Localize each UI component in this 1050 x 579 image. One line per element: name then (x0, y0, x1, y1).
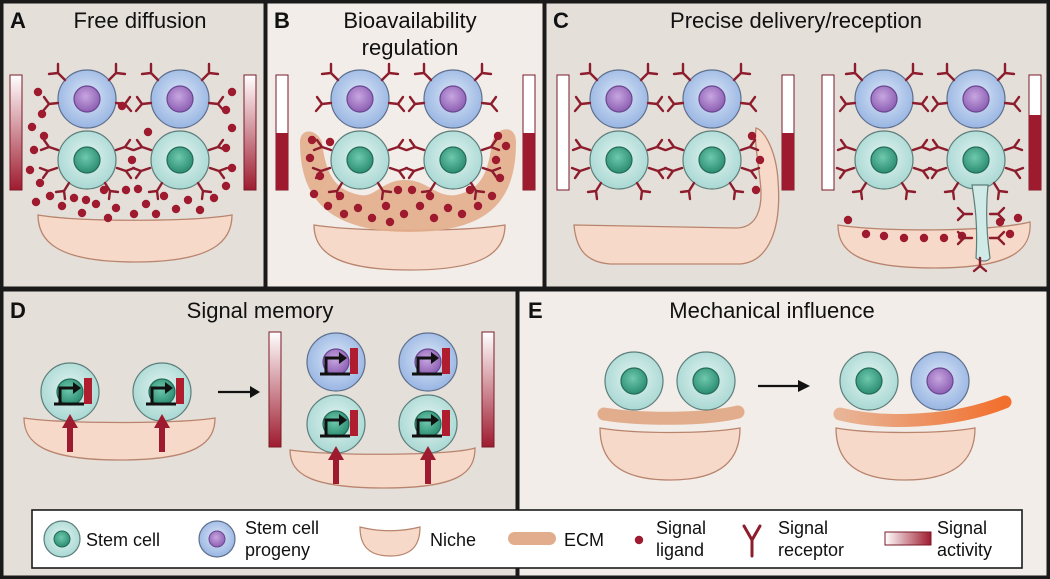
activity-bar-icon (481, 331, 495, 448)
ecm-icon (508, 532, 556, 545)
ligand-icon (634, 535, 644, 545)
panel-d-title: Signal memory (187, 298, 334, 323)
activity-bar-icon (268, 331, 282, 448)
arrow-icon (62, 414, 170, 452)
stem-nucleus-icon (53, 530, 71, 548)
ligand-icon (747, 131, 765, 195)
legend-activity-label-1: Signal (937, 518, 987, 538)
ecm-icon (300, 129, 516, 232)
legend-ligand-label-2: ligand (656, 540, 704, 560)
activity-bar-icon-fill (523, 133, 535, 190)
panel-a-content: A Free diffusion (9, 8, 257, 263)
legend-activity: Signal activity (884, 518, 992, 560)
legend-niche-label: Niche (430, 530, 476, 550)
ligand-icon (25, 87, 237, 223)
activity-bar-icon (556, 74, 570, 191)
legend-progeny-label-2: progeny (245, 540, 310, 560)
activity-bar-icon (9, 74, 23, 191)
legend-activity-label-2: activity (937, 540, 992, 560)
legend-ligand: Signal ligand (634, 518, 706, 560)
activity-bar-icon-fill (276, 133, 288, 190)
legend-niche: Niche (359, 526, 476, 557)
legend-ecm: ECM (508, 530, 604, 550)
activity-bar-icon-fill (1029, 115, 1041, 190)
niche-icon (359, 526, 421, 557)
legend: Stem cell Stem cell progeny Niche ECM Si… (31, 509, 1023, 569)
ecm-icon (573, 127, 780, 265)
legend-receptor-label-2: receptor (778, 540, 844, 560)
arrow-icon (328, 446, 436, 484)
panel-d-content: D Signal memory (10, 298, 495, 489)
panel-a-title: Free diffusion (74, 8, 207, 33)
stem-cell-icon (676, 351, 736, 411)
niche-icon (599, 427, 741, 481)
panel-c-content: C Precise delivery/reception (553, 8, 1042, 273)
niche-icon (835, 427, 976, 481)
panel-c-title: Precise delivery/reception (670, 8, 922, 33)
activity-bar-icon (821, 74, 835, 191)
cytoneme-icon (971, 184, 991, 262)
receptor-icon (956, 206, 1006, 273)
legend-ligand-label-1: Signal (656, 518, 706, 538)
panel-b-title-line2: regulation (362, 35, 459, 60)
progeny-nucleus-icon (208, 530, 226, 548)
receptor-icon (742, 524, 762, 558)
legend-progeny-label-1: Stem cell (245, 518, 319, 538)
panel-d-letter: D (10, 298, 26, 323)
legend-ecm-label: ECM (564, 530, 604, 550)
legend-stem-cell: Stem cell (43, 520, 160, 558)
ecm-icon (597, 405, 745, 425)
panel-e-title: Mechanical influence (669, 298, 874, 323)
stem-cell-icon (839, 351, 899, 411)
panel-e-letter: E (528, 298, 543, 323)
arrow-icon (218, 386, 260, 398)
activity-bar-icon-fill (782, 133, 794, 190)
activity-bar-icon (243, 74, 257, 191)
panel-b-content: B Bioavailability regulation (274, 8, 536, 271)
ligand-icon (305, 131, 511, 227)
panel-b-letter: B (274, 8, 290, 33)
legend-receptor-label-1: Signal (778, 518, 828, 538)
legend-progeny: Stem cell progeny (198, 518, 319, 560)
panel-b-title-line1: Bioavailability (343, 8, 476, 33)
niche-icon (37, 214, 233, 263)
legend-stem-cell-label: Stem cell (86, 530, 160, 550)
panel-e-content: E Mechanical influence (528, 298, 1012, 481)
arrow-icon (758, 380, 810, 392)
activity-bar-icon (884, 531, 932, 546)
panel-a-letter: A (10, 8, 26, 33)
panel-c-letter: C (553, 8, 569, 33)
stem-cell-icon (604, 351, 664, 411)
progeny-cell-icon (910, 351, 970, 411)
legend-receptor: Signal receptor (742, 518, 844, 560)
ecm-icon (833, 395, 1012, 427)
